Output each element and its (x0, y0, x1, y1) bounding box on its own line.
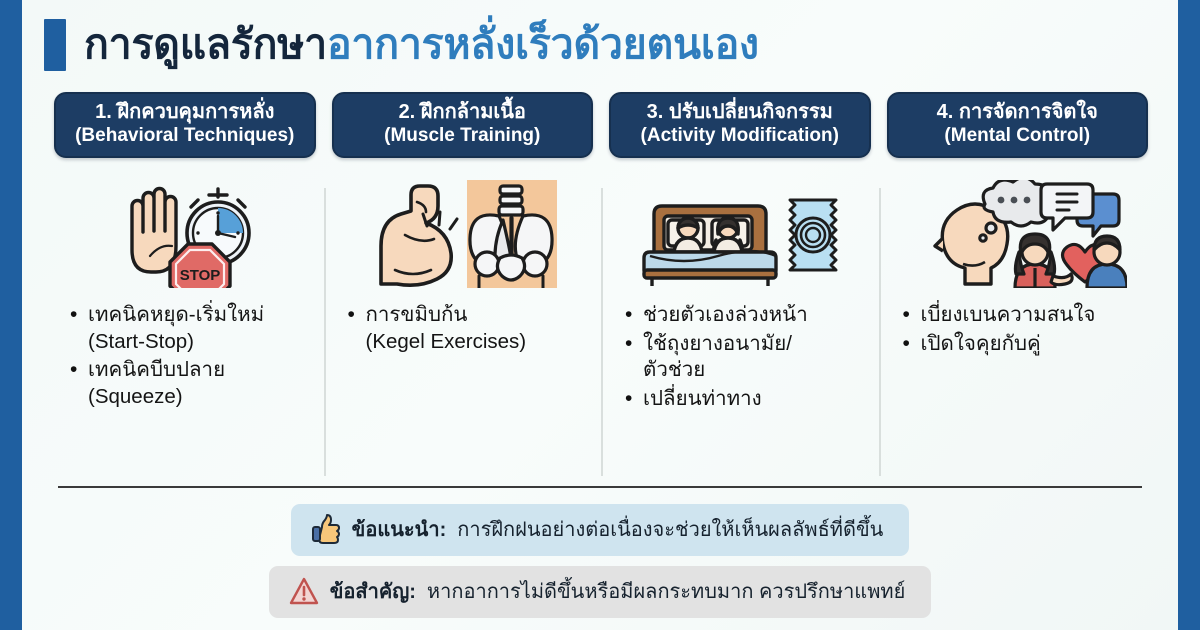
column-heading-en-2: (Muscle Training) (384, 125, 541, 147)
column-muscle-training: 2. ฝึกกล้ามเนื้อ (Muscle Training) (323, 92, 602, 482)
title-row: การดูแลรักษาอาการหลั่งเร็วด้วยตนเอง (44, 14, 1160, 76)
column-heading-en-1: (Behavioral Techniques) (75, 125, 295, 147)
hand-stop-stopwatch-icon: STOP (110, 180, 260, 288)
warning-label: ข้อสำคัญ: (329, 581, 416, 603)
bullet-th: เทคนิคบีบปลาย (88, 358, 226, 382)
bullet-th: เปิดใจคุยกับคู่ (920, 331, 1041, 355)
column-header-4: 4. การจัดการจิตใจ (Mental Control) (886, 92, 1148, 158)
bullet-th: การขมิบก้น (365, 303, 468, 326)
tip-text: การฝึกฝนอย่างต่อเนื่องจะช่วยให้เห็นผลลัพ… (457, 519, 884, 541)
tip-note: ข้อแนะนำ: การฝึกฝนอย่างต่อเนื่องจะช่วยให… (290, 504, 910, 556)
column-heading-en-4: (Mental Control) (944, 125, 1091, 147)
bullet-list-3: ช่วยตัวเองล่วงหน้า ใช้ถุงยางอนามัย/ ตัวช… (609, 301, 871, 415)
page-title-part-1: การดูแลรักษา (84, 21, 327, 68)
list-item: ใช้ถุงยางอนามัย/ ตัวช่วย (623, 330, 871, 384)
head-thought-couple-heart-icon (907, 180, 1128, 288)
list-item: เปิดใจคุยกับคู่ (901, 330, 1149, 358)
column-heading-th-2: 2. ฝึกกล้ามเนื้อ (398, 100, 526, 123)
list-item: เทคนิคบีบปลาย (Squeeze) (68, 356, 316, 410)
bullet-list-2: การขมิบก้น (Kegel Exercises) (332, 301, 594, 357)
list-item: ช่วยตัวเองล่วงหน้า (623, 301, 871, 329)
bullet-th: เบี่ยงเบนความสนใจ (920, 303, 1096, 326)
list-item: เบี่ยงเบนความสนใจ (901, 301, 1149, 329)
bullet-en: (Squeeze) (88, 384, 183, 408)
column-heading-en-3: (Activity Modification) (640, 125, 839, 147)
column-header-3: 3. ปรับเปลี่ยนกิจกรรม (Activity Modifica… (609, 92, 871, 158)
bullet-th: เปลี่ยนท่าทาง (643, 386, 762, 410)
warning-note: ข้อสำคัญ: หากอาการไม่ดีขึ้นหรือมีผลกระทบ… (268, 566, 932, 618)
title-accent-bar (44, 19, 66, 71)
bullet-list-4: เบี่ยงเบนความสนใจ เปิดใจคุยกับคู่ (887, 301, 1149, 359)
columns-grid: 1. ฝึกควบคุมการหลั่ง (Behavioral Techniq… (46, 92, 1156, 482)
column-heading-th-4: 4. การจัดการจิตใจ (936, 100, 1098, 123)
column-behavioral-techniques: 1. ฝึกควบคุมการหลั่ง (Behavioral Techniq… (46, 92, 324, 482)
right-accent-rail (1178, 0, 1200, 630)
column-header-1: 1. ฝึกควบคุมการหลั่ง (Behavioral Techniq… (54, 92, 316, 158)
svg-text:STOP: STOP (179, 267, 220, 284)
list-item: เทคนิคหยุด-เริ่มใหม่ (Start-Stop) (68, 301, 316, 355)
bullet-en: (Kegel Exercises) (365, 329, 527, 353)
tip-label: ข้อแนะนำ: (351, 519, 447, 541)
bullet-en: (Start-Stop) (88, 329, 194, 353)
page-title: การดูแลรักษาอาการหลั่งเร็วด้วยตนเอง (84, 23, 759, 66)
bullet-list-1: เทคนิคหยุด-เริ่มใหม่ (Start-Stop) เทคนิค… (54, 301, 316, 413)
page-title-part-2: อาการหลั่งเร็วด้วยตนเอง (326, 21, 759, 68)
list-item: เปลี่ยนท่าทาง (623, 385, 871, 413)
column-mental-control: 4. การจัดการจิตใจ (Mental Control) (878, 92, 1157, 482)
column-activity-modification: 3. ปรับเปลี่ยนกิจกรรม (Activity Modifica… (601, 92, 879, 482)
warning-text: หากอาการไม่ดีขึ้นหรือมีผลกระทบมาก ควรปรึ… (426, 581, 906, 603)
section-divider (58, 486, 1142, 488)
left-accent-rail (0, 0, 22, 630)
bullet-th: ช่วยตัวเองล่วงหน้า (643, 303, 808, 326)
column-heading-th-1: 1. ฝึกควบคุมการหลั่ง (95, 100, 275, 123)
flexed-bicep-pelvis-icon (367, 180, 558, 288)
list-item: การขมิบก้น (Kegel Exercises) (346, 301, 594, 355)
column-heading-th-3: 3. ปรับเปลี่ยนกิจกรรม (646, 100, 833, 123)
thumbs-up-icon (311, 514, 341, 544)
column-header-2: 2. ฝึกกล้ามเนื้อ (Muscle Training) (331, 92, 593, 158)
bullet-th: ใช้ถุงยางอนามัย/ (643, 331, 792, 355)
footer-notes: ข้อแนะนำ: การฝึกฝนอย่างต่อเนื่องจะช่วยให… (0, 504, 1200, 618)
bullet-en: ตัวช่วย (643, 358, 706, 382)
bullet-th: เทคนิคหยุด-เริ่มใหม่ (88, 303, 265, 326)
couple-in-bed-condom-icon (640, 180, 840, 288)
warning-triangle-icon (289, 576, 319, 606)
